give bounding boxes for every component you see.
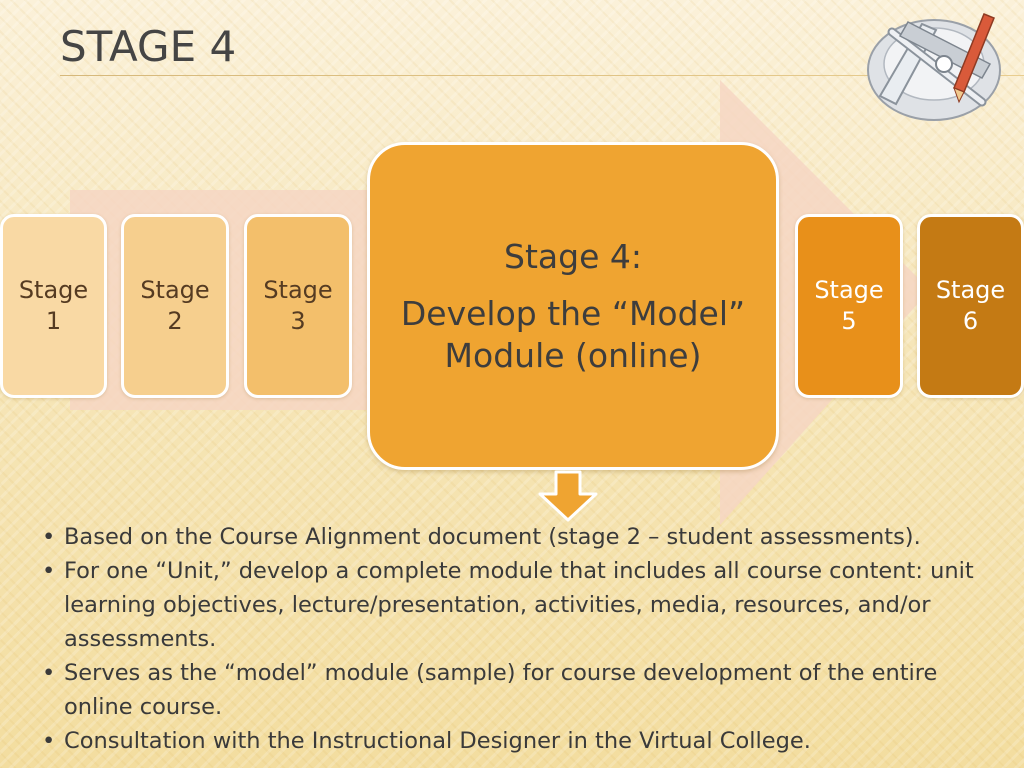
bullet-marker: • <box>42 660 56 686</box>
stage-5-box: Stage 5 <box>795 214 903 398</box>
bullet-marker: • <box>42 558 56 584</box>
bullet-list: • Based on the Course Alignment document… <box>40 520 1010 758</box>
stage-4-description-line-2: Module (online) <box>444 336 702 375</box>
stage-1-number: 1 <box>45 307 62 335</box>
bullet-item: • Based on the Course Alignment document… <box>40 520 1010 554</box>
bullet-marker: • <box>42 728 56 754</box>
stage-6-number: 6 <box>962 307 979 335</box>
stage-4-current-box: Stage 4: Develop the “Model” Module (onl… <box>367 142 779 470</box>
stage-4-heading: Stage 4: <box>504 237 642 276</box>
bullet-text: Consultation with the Instructional Desi… <box>64 728 811 754</box>
stage-2-label: Stage <box>140 276 210 304</box>
bullet-text: Based on the Course Alignment document (… <box>64 524 921 550</box>
stage-5-number: 5 <box>841 307 857 335</box>
stage-3-number: 3 <box>290 307 306 335</box>
bullet-text: Serves as the “model” module (sample) fo… <box>64 660 938 720</box>
bullet-marker: • <box>42 524 56 550</box>
stage-3-label: Stage <box>263 276 333 304</box>
stage-4-description-line-1: Develop the “Model” <box>400 294 746 333</box>
bullet-item: • Consultation with the Instructional De… <box>40 724 1010 758</box>
bullet-item: • Serves as the “model” module (sample) … <box>40 656 1010 724</box>
stage-6-label: Stage <box>935 276 1006 304</box>
stage-2-box: Stage 2 <box>121 214 229 398</box>
page-title: STAGE 4 <box>60 22 237 71</box>
stage-4-description: Develop the “Model” Module (online) <box>370 293 776 377</box>
stage-6-box: Stage 6 <box>917 214 1024 398</box>
title-divider <box>60 75 1024 76</box>
down-arrow-icon <box>538 470 598 522</box>
stage-5-label: Stage <box>814 276 884 304</box>
ruler-pencil-tools-icon <box>867 13 1001 121</box>
bullet-text: For one “Unit,” develop a complete modul… <box>64 558 974 652</box>
stage-3-box: Stage 3 <box>244 214 352 398</box>
bullet-item: • For one “Unit,” develop a complete mod… <box>40 554 1010 656</box>
stage-2-number: 2 <box>167 307 183 335</box>
stage-1-box: Stage 1 <box>0 214 107 398</box>
stage-1-label: Stage <box>18 276 89 304</box>
